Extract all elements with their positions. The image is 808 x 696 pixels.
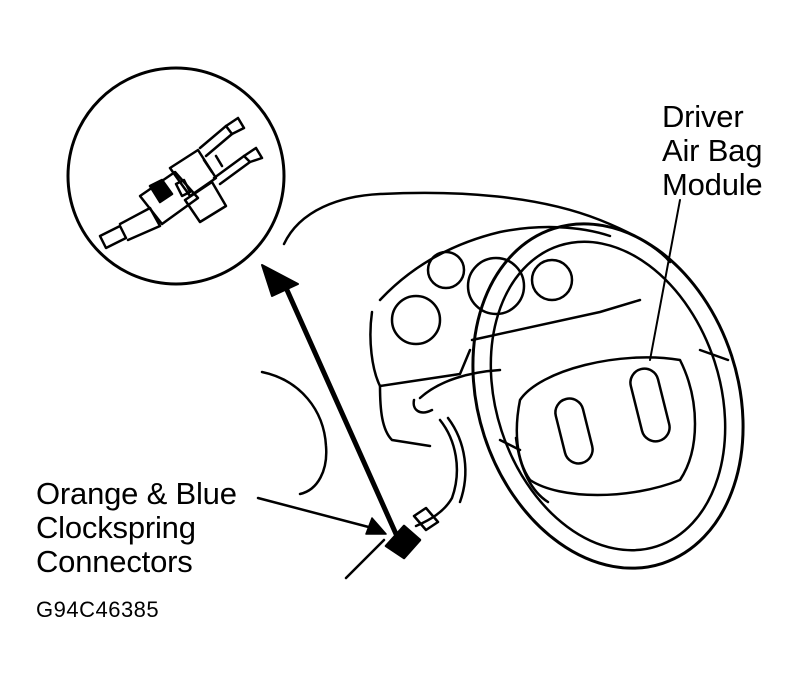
driver-label-line-3: Module bbox=[662, 167, 763, 202]
connectors-label-line-1: Orange & Blue bbox=[36, 476, 237, 511]
clockspring-connectors bbox=[384, 416, 467, 560]
connector-detail-inset bbox=[66, 66, 286, 286]
connectors-label-line-2: Clockspring bbox=[36, 510, 196, 545]
pointer-arrow bbox=[261, 264, 399, 537]
driver-label-line-2: Air Bag bbox=[662, 133, 763, 168]
driver-leader-line bbox=[649, 199, 681, 361]
connector-plug-icon bbox=[98, 116, 264, 250]
driver-label-line-1: Driver bbox=[662, 99, 744, 134]
clockspring-connectors-label: Orange & Blue Clockspring Connectors bbox=[36, 477, 237, 579]
instrument-panel bbox=[260, 191, 672, 580]
connectors-leader-arrowhead bbox=[365, 517, 387, 535]
figure-code: G94C46385 bbox=[36, 597, 160, 622]
driver-air-bag-module-label: Driver Air Bag Module bbox=[662, 99, 763, 202]
connectors-label-line-3: Connectors bbox=[36, 544, 193, 579]
steering-wheel bbox=[471, 222, 745, 570]
connectors-leader-line bbox=[256, 496, 382, 532]
air-bag-module-outline bbox=[515, 356, 697, 497]
